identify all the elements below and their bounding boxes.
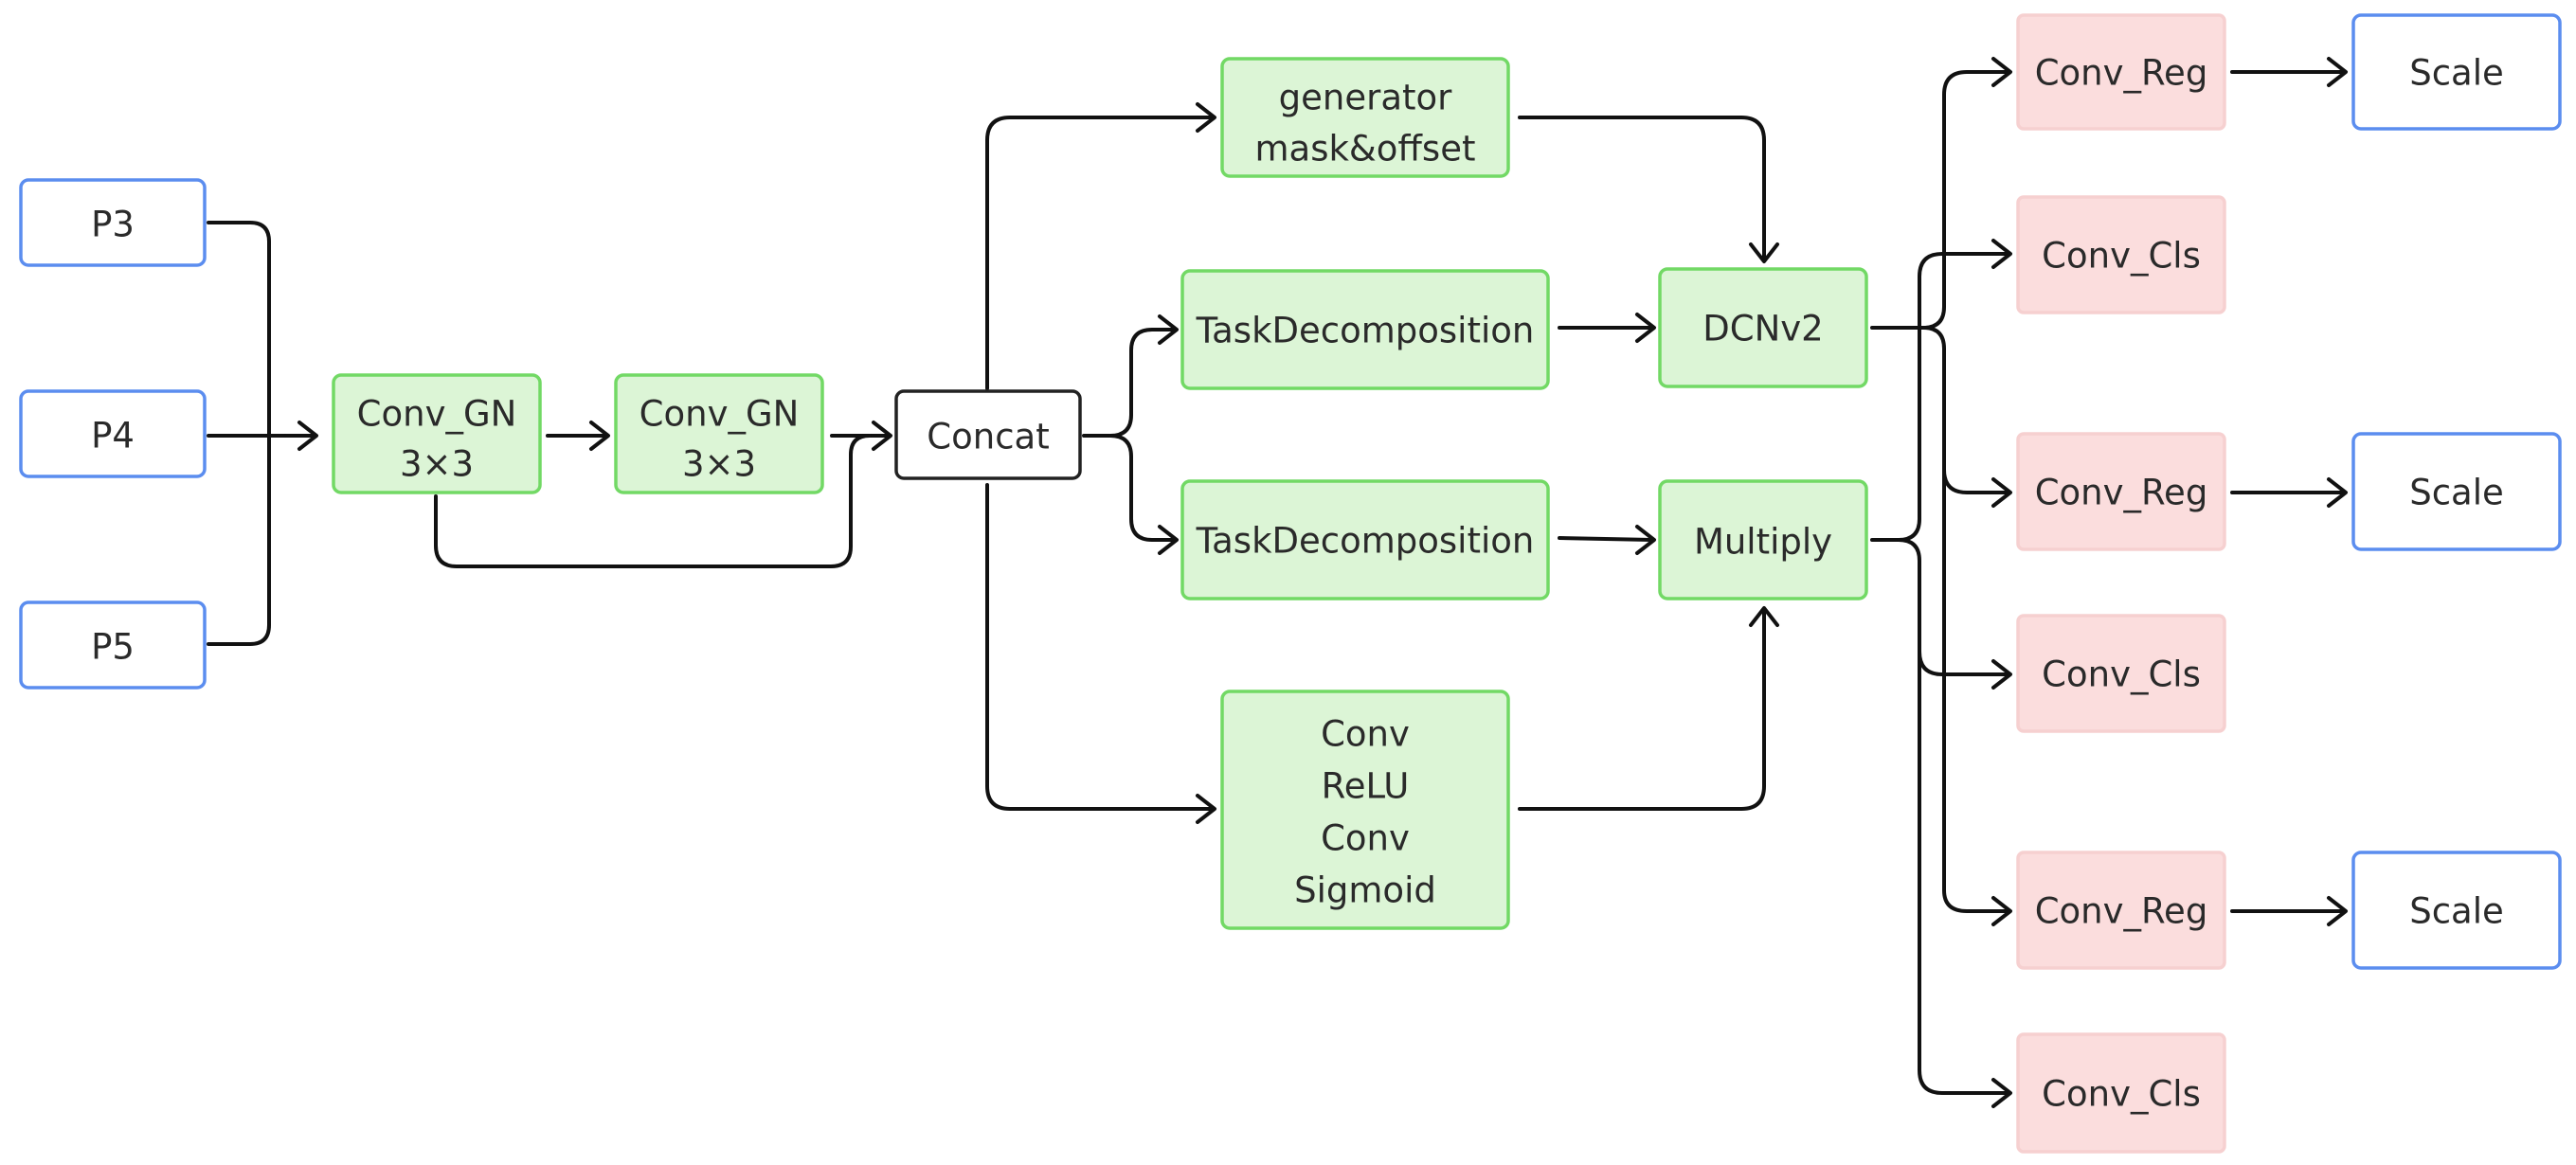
node-conv-reg-2-label: Conv_Reg [2035,473,2208,513]
arrowhead-attention [1196,794,1216,824]
node-generator-line1: generator [1279,78,1452,118]
edge-multiply-cls2 [1897,538,2010,676]
node-scale-1: Scale [2351,13,2562,131]
node-p5-label: P5 [91,627,135,668]
arrowhead-dcnv2-top [1749,242,1779,263]
node-scale-1-label: Scale [2409,53,2504,94]
edges [207,57,2348,1108]
node-conv-reg-1: Conv_Reg [2016,13,2226,131]
node-concat: Concat [894,389,1082,480]
arrowhead-taskdecomp-2 [1158,525,1179,555]
arrowhead-dcnv2 [1635,313,1656,343]
node-scale-2-label: Scale [2409,473,2504,513]
node-scale-3: Scale [2351,851,2562,970]
edge-p5-merge [207,434,271,646]
node-conv-gn-1-line1: Conv_GN [357,394,517,435]
edge-taskdecomp2-multiply [1558,536,1654,542]
edge-dcnv2-reg3 [1942,468,2010,913]
edge-concat-split [1082,328,1177,438]
arrowhead-concat [872,421,892,451]
node-conv-gn-2-line2: 3×3 [682,444,756,485]
node-p3: P3 [19,178,207,267]
edge-skip-convgn1-concat [434,434,872,568]
node-task-decomposition-2: TaskDecomposition [1180,479,1550,600]
edge-multiply-cls3 [1918,650,2010,1095]
node-conv-cls-3: Conv_Cls [2016,1032,2226,1154]
node-concat-label: Concat [927,417,1049,457]
node-conv-gn-1-line2: 3×3 [400,444,474,485]
node-task-decomposition-2-label: TaskDecomposition [1196,521,1535,562]
node-task-decomposition-1: TaskDecomposition [1180,269,1550,390]
edge-concat-taskdecomp-2 [1108,434,1177,542]
node-generator-line2: mask&offset [1255,129,1476,170]
node-multiply: Multiply [1658,479,1868,600]
arrowhead-reg3 [1991,896,2012,926]
edge-multiply-cls1 [1870,252,2010,542]
node-p3-label: P3 [91,205,135,245]
arrowhead-scale3 [2327,896,2348,926]
node-conv-gn-2-line1: Conv_GN [639,394,800,435]
edge-dcnv2-reg2 [1921,326,2010,494]
edge-p3-merge [207,221,271,438]
arrowhead-generator [1196,102,1216,133]
node-conv-cls-2: Conv_Cls [2016,614,2226,733]
node-conv-cls-3-label: Conv_Cls [2042,1074,2201,1115]
edge-generator-dcnv2 [1518,116,1766,261]
node-task-decomposition-1-label: TaskDecomposition [1196,311,1535,351]
node-conv-cls-2-label: Conv_Cls [2042,654,2201,695]
node-conv-gn-2: Conv_GN 3×3 [614,373,824,494]
node-attention-line3: Conv [1321,818,1410,859]
arrowhead-cls3 [1991,1078,2012,1108]
node-p4-label: P4 [91,416,135,457]
edge-concat-generator [985,116,1215,390]
arrowhead-cls1 [1991,239,2012,269]
node-attention-line2: ReLU [1322,766,1410,807]
node-scale-2: Scale [2351,432,2562,551]
edge-concat-attention [985,483,1215,811]
arrowhead-cls2 [1991,659,2012,690]
node-p5: P5 [19,600,207,690]
arrowhead-reg1 [1991,57,2012,87]
edge-attention-multiply [1518,608,1766,811]
node-conv-reg-1-label: Conv_Reg [2035,53,2208,94]
node-generator: generator mask&offset [1220,57,1510,178]
node-conv-reg-3-label: Conv_Reg [2035,891,2208,932]
arrowhead-taskdecomp-1 [1158,314,1179,345]
node-dcnv2: DCNv2 [1658,267,1868,388]
node-dcnv2-label: DCNv2 [1702,309,1823,350]
node-multiply-label: Multiply [1694,522,1832,563]
node-attention-line4: Sigmoid [1294,870,1436,911]
node-scale-3-label: Scale [2409,891,2504,932]
node-conv-gn-1: Conv_GN 3×3 [332,373,542,494]
edge-dcnv2-reg1 [1870,70,2010,330]
node-conv-cls-1: Conv_Cls [2016,195,2226,314]
node-p4: P4 [19,389,207,478]
arrowhead-convgn2 [589,421,610,451]
arrowhead-convgn1 [297,421,318,451]
node-conv-reg-3: Conv_Reg [2016,851,2226,970]
node-attention-line1: Conv [1321,714,1410,755]
arrowhead-scale2 [2327,477,2348,508]
arrowhead-multiply-bottom [1749,606,1779,627]
arrowhead-reg2 [1991,477,2012,508]
arrowhead-multiply [1635,525,1656,555]
node-conv-reg-2: Conv_Reg [2016,432,2226,551]
node-attention: Conv ReLU Conv Sigmoid [1220,690,1510,930]
node-conv-cls-1-label: Conv_Cls [2042,236,2201,277]
arrowhead-scale1 [2327,57,2348,87]
